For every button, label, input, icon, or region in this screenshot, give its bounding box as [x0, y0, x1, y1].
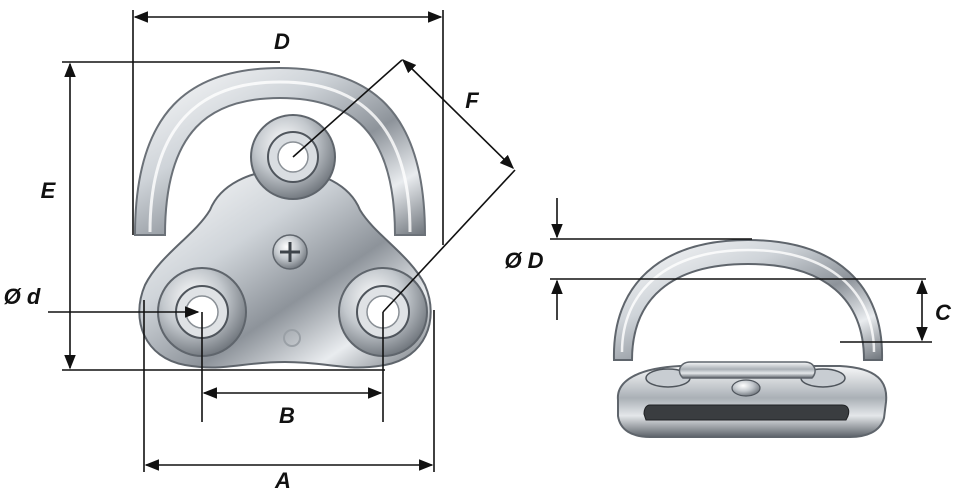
label-hole-diameter: Ø d — [4, 284, 41, 309]
d-ring-side-view — [612, 238, 884, 361]
deck-eye-top-view — [133, 66, 432, 369]
label-ring-diameter: Ø D — [504, 248, 543, 273]
d-ring-top-view — [133, 66, 427, 236]
dimension-lines-top-view — [48, 10, 516, 472]
label-a-base-width: A — [274, 468, 291, 493]
label-f-pivot-to-hole: F — [465, 88, 479, 113]
label-d-overall-width: D — [274, 29, 290, 54]
rubber-pad — [643, 404, 850, 421]
dimension-lines-side-view — [550, 198, 932, 343]
label-e-overall-length: E — [41, 178, 57, 203]
deck-eye-side-view — [612, 238, 888, 438]
label-b-hole-spacing: B — [279, 403, 295, 428]
label-c-clearance: C — [935, 300, 952, 325]
